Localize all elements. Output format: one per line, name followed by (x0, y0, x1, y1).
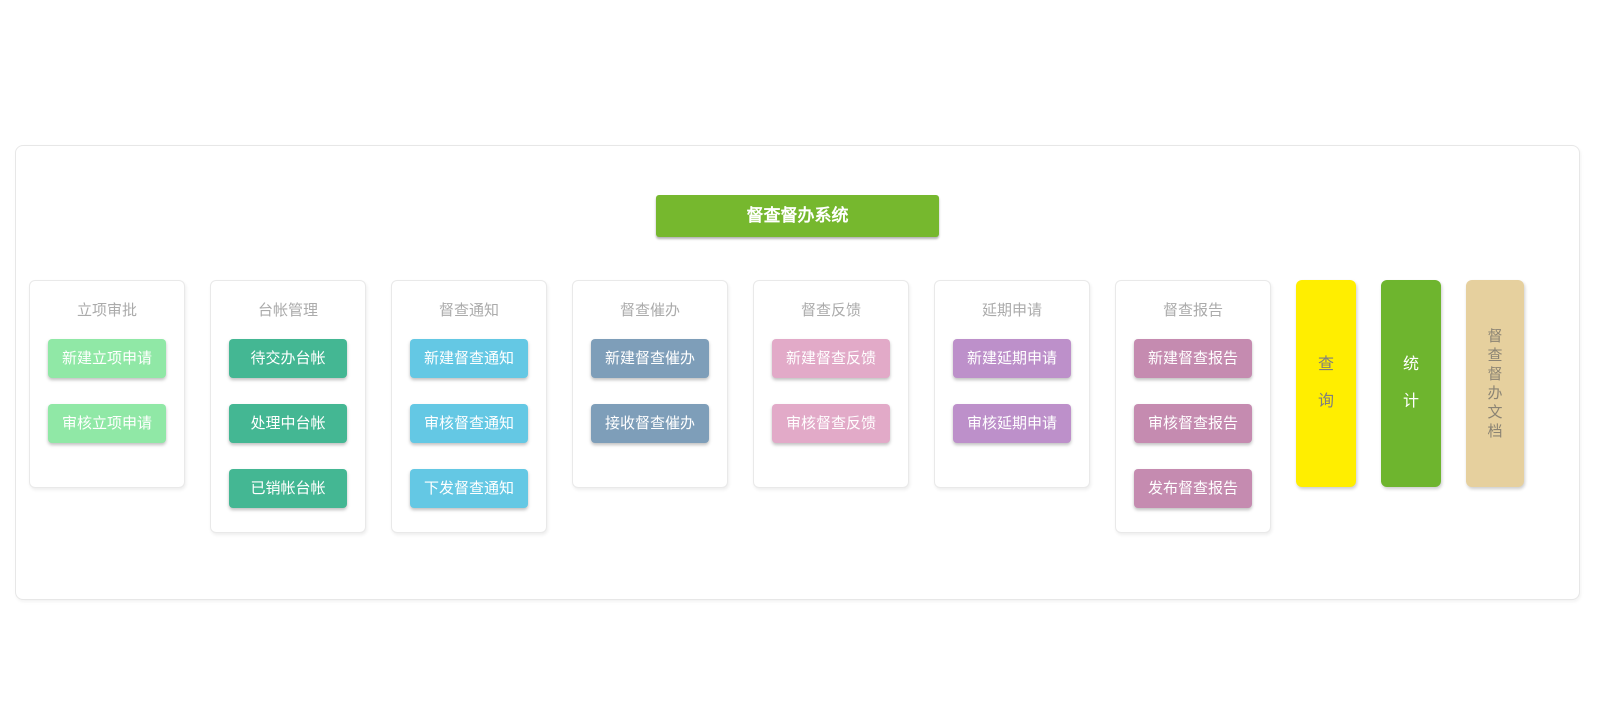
module-title: 督查反馈 (800, 302, 861, 319)
button-issue-supervision-notice[interactable]: 下发督查通知 (410, 469, 528, 508)
button-review-supervision-feedback[interactable]: 审核督查反馈 (772, 404, 890, 443)
module-card-supervision-feedback: 督查反馈 新建督查反馈 审核督查反馈 (753, 280, 909, 488)
button-review-supervision-report[interactable]: 审核督查报告 (1134, 404, 1252, 443)
button-new-extension-request[interactable]: 新建延期申请 (953, 339, 1071, 378)
button-new-supervision-notice[interactable]: 新建督查通知 (410, 339, 528, 378)
button-ledger-in-progress[interactable]: 处理中台帐 (229, 404, 347, 443)
button-review-extension-request[interactable]: 审核延期申请 (953, 404, 1071, 443)
module-card-supervision-urge: 督查催办 新建督查催办 接收督查催办 (572, 280, 728, 488)
statistics-bar-char: 计 (1402, 393, 1419, 410)
module-title: 延期申请 (981, 302, 1042, 319)
module-card-supervision-notice: 督查通知 新建督查通知 审核督查通知 下发督查通知 (391, 280, 547, 533)
module-card-project-approval: 立项审批 新建立项申请 审核立项申请 (29, 280, 185, 488)
supervision-docs-bar-char: 档 (1487, 422, 1503, 440)
button-ledger-to-assign[interactable]: 待交办台帐 (229, 339, 347, 378)
supervision-docs-bar-char: 督 (1487, 365, 1503, 383)
statistics-bar[interactable]: 统 计 (1381, 280, 1441, 487)
module-title: 立项审批 (76, 302, 137, 319)
query-bar-char: 询 (1317, 393, 1334, 410)
module-card-extension-request: 延期申请 新建延期申请 审核延期申请 (934, 280, 1090, 488)
query-bar[interactable]: 查 询 (1296, 280, 1356, 487)
supervision-docs-bar-char: 督 (1487, 327, 1503, 345)
button-publish-supervision-report[interactable]: 发布督查报告 (1134, 469, 1252, 508)
button-review-supervision-notice[interactable]: 审核督查通知 (410, 404, 528, 443)
query-bar-char: 查 (1317, 356, 1334, 373)
button-receive-supervision-urge[interactable]: 接收督查催办 (591, 404, 709, 443)
button-new-supervision-feedback[interactable]: 新建督查反馈 (772, 339, 890, 378)
system-title-button[interactable]: 督查督办系统 (656, 195, 939, 237)
module-title: 督查报告 (1162, 302, 1223, 319)
modules-row: 立项审批 新建立项申请 审核立项申请 台帐管理 待交办台帐 处理中台帐 已销帐台… (29, 280, 1524, 533)
module-card-ledger-management: 台帐管理 待交办台帐 处理中台帐 已销帐台帐 (210, 280, 366, 533)
supervision-docs-bar[interactable]: 督 查 督 办 文 档 (1466, 280, 1524, 487)
module-title: 台帐管理 (257, 302, 318, 319)
button-ledger-closed[interactable]: 已销帐台帐 (229, 469, 347, 508)
supervision-docs-bar-char: 文 (1487, 403, 1503, 421)
button-new-project-application[interactable]: 新建立项申请 (48, 339, 166, 378)
button-new-supervision-urge[interactable]: 新建督查催办 (591, 339, 709, 378)
statistics-bar-char: 统 (1402, 356, 1419, 373)
module-title: 督查通知 (438, 302, 499, 319)
supervision-docs-bar-char: 查 (1487, 346, 1503, 364)
button-review-project-application[interactable]: 审核立项申请 (48, 404, 166, 443)
module-title: 督查催办 (619, 302, 680, 319)
module-card-supervision-report: 督查报告 新建督查报告 审核督查报告 发布督查报告 (1115, 280, 1271, 533)
supervision-docs-bar-char: 办 (1487, 384, 1503, 402)
main-panel: 督查督办系统 立项审批 新建立项申请 审核立项申请 台帐管理 待交办台帐 处理中… (15, 145, 1580, 600)
button-new-supervision-report[interactable]: 新建督查报告 (1134, 339, 1252, 378)
